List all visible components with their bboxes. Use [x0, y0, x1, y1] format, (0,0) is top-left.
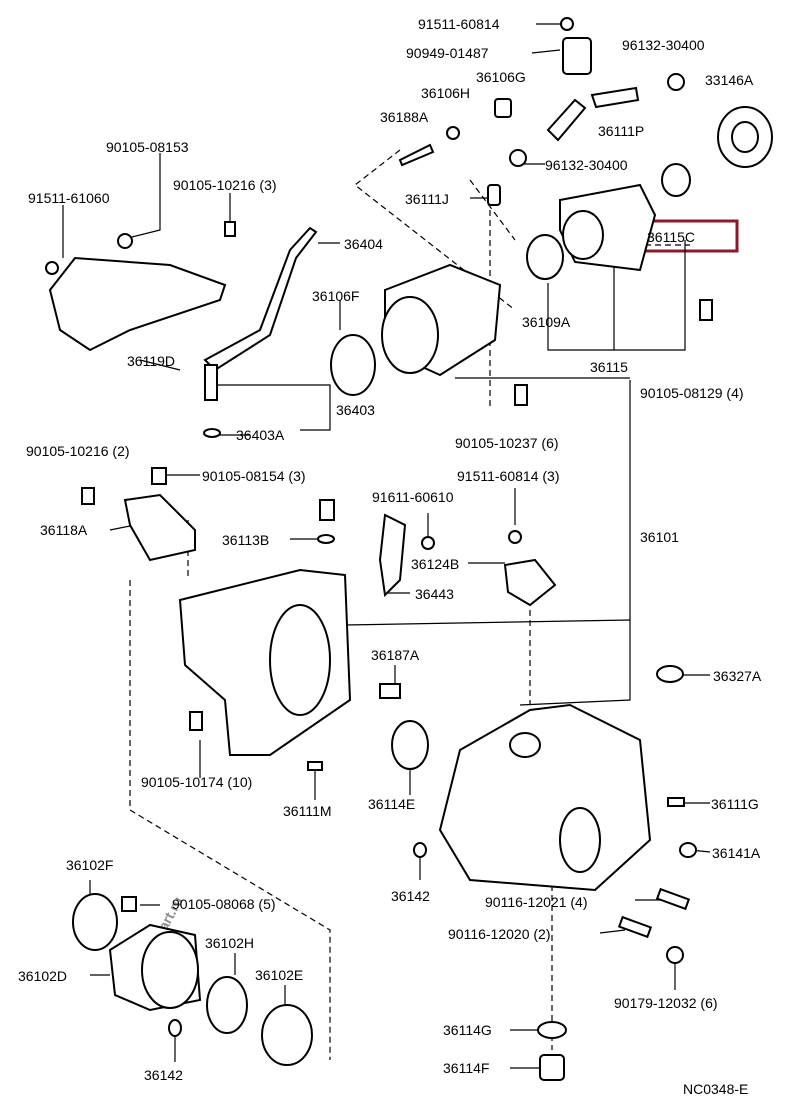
- label-36188A[interactable]: 36188A: [380, 109, 429, 125]
- label-36106F[interactable]: 36106F: [312, 288, 359, 304]
- label-36124B[interactable]: 36124B: [411, 556, 459, 572]
- label-36114E[interactable]: 36114E: [368, 796, 415, 812]
- label-36102F[interactable]: 36102F: [66, 857, 113, 873]
- label-91511-61060[interactable]: 91511-61060: [28, 190, 110, 206]
- label-36102D[interactable]: 36102D: [18, 968, 67, 984]
- label-36114G[interactable]: 36114G: [443, 1022, 492, 1038]
- label-36102H[interactable]: 36102H: [205, 935, 254, 951]
- label-90179-12032-6[interactable]: 90179-12032 (6): [614, 995, 718, 1011]
- label-36118A[interactable]: 36118A: [40, 522, 88, 538]
- label-36187A[interactable]: 36187A: [371, 647, 420, 663]
- label-36102E[interactable]: 36102E: [255, 967, 303, 983]
- label-36111J[interactable]: 36111J: [405, 191, 449, 207]
- label-36114F[interactable]: 36114F: [443, 1060, 489, 1076]
- label-36443[interactable]: 36443: [415, 586, 454, 602]
- label-36141A[interactable]: 36141A: [712, 845, 761, 861]
- label-36111P[interactable]: 36111P: [598, 123, 644, 139]
- label-36404[interactable]: 36404: [344, 236, 383, 252]
- label-91611-60610[interactable]: 91611-60610: [372, 489, 454, 505]
- label-36142[interactable]: 36142: [391, 888, 430, 904]
- label-36119D[interactable]: 36119D: [127, 353, 175, 369]
- label-91511-60814[interactable]: 91511-60814: [418, 16, 500, 32]
- label-96132-30400[interactable]: 96132-30400: [622, 37, 705, 53]
- label-36115[interactable]: 36115: [590, 359, 628, 375]
- label-36111M[interactable]: 36111M: [283, 803, 332, 819]
- part-labels: 91511-60814 90949-01487 96132-30400 3610…: [18, 16, 762, 1097]
- label-36403A[interactable]: 36403A: [236, 427, 285, 443]
- label-36113B[interactable]: 36113B: [222, 532, 269, 548]
- label-90105-10237-6[interactable]: 90105-10237 (6): [455, 435, 559, 451]
- label-36115C[interactable]: 36115C: [647, 229, 695, 245]
- label-90105-10216-3[interactable]: 90105-10216 (3): [173, 177, 277, 193]
- label-36403[interactable]: 36403: [336, 402, 375, 418]
- label-36327A[interactable]: 36327A: [713, 668, 762, 684]
- label-91511-60814-3[interactable]: 91511-60814 (3): [457, 468, 559, 484]
- label-36106H[interactable]: 36106H: [421, 85, 470, 101]
- label-90105-08153[interactable]: 90105-08153: [106, 139, 189, 155]
- label-90949-01487[interactable]: 90949-01487: [406, 45, 489, 61]
- label-33146A[interactable]: 33146A: [705, 72, 754, 88]
- label-90116-12020-2[interactable]: 90116-12020 (2): [448, 926, 550, 942]
- part-shapes: [45, 17, 773, 1081]
- label-90105-10216-2[interactable]: 90105-10216 (2): [26, 443, 130, 459]
- label-90105-10174-10[interactable]: 90105-10174 (10): [141, 774, 252, 790]
- label-90105-08129-4[interactable]: 90105-08129 (4): [640, 385, 744, 401]
- label-36109A[interactable]: 36109A: [522, 314, 571, 330]
- label-36142-b[interactable]: 36142: [144, 1067, 183, 1083]
- label-90116-12021-4[interactable]: 90116-12021 (4): [485, 894, 587, 910]
- label-36111G[interactable]: 36111G: [711, 796, 759, 812]
- label-90105-08154-3[interactable]: 90105-08154 (3): [202, 468, 306, 484]
- label-90105-08068-5[interactable]: 90105-08068 (5): [172, 896, 276, 912]
- drawing-code: NC0348-E: [683, 1081, 748, 1097]
- label-36101[interactable]: 36101: [640, 529, 679, 545]
- label-36106G[interactable]: 36106G: [476, 69, 526, 85]
- label-96132-30400-b[interactable]: 96132-30400: [545, 157, 628, 173]
